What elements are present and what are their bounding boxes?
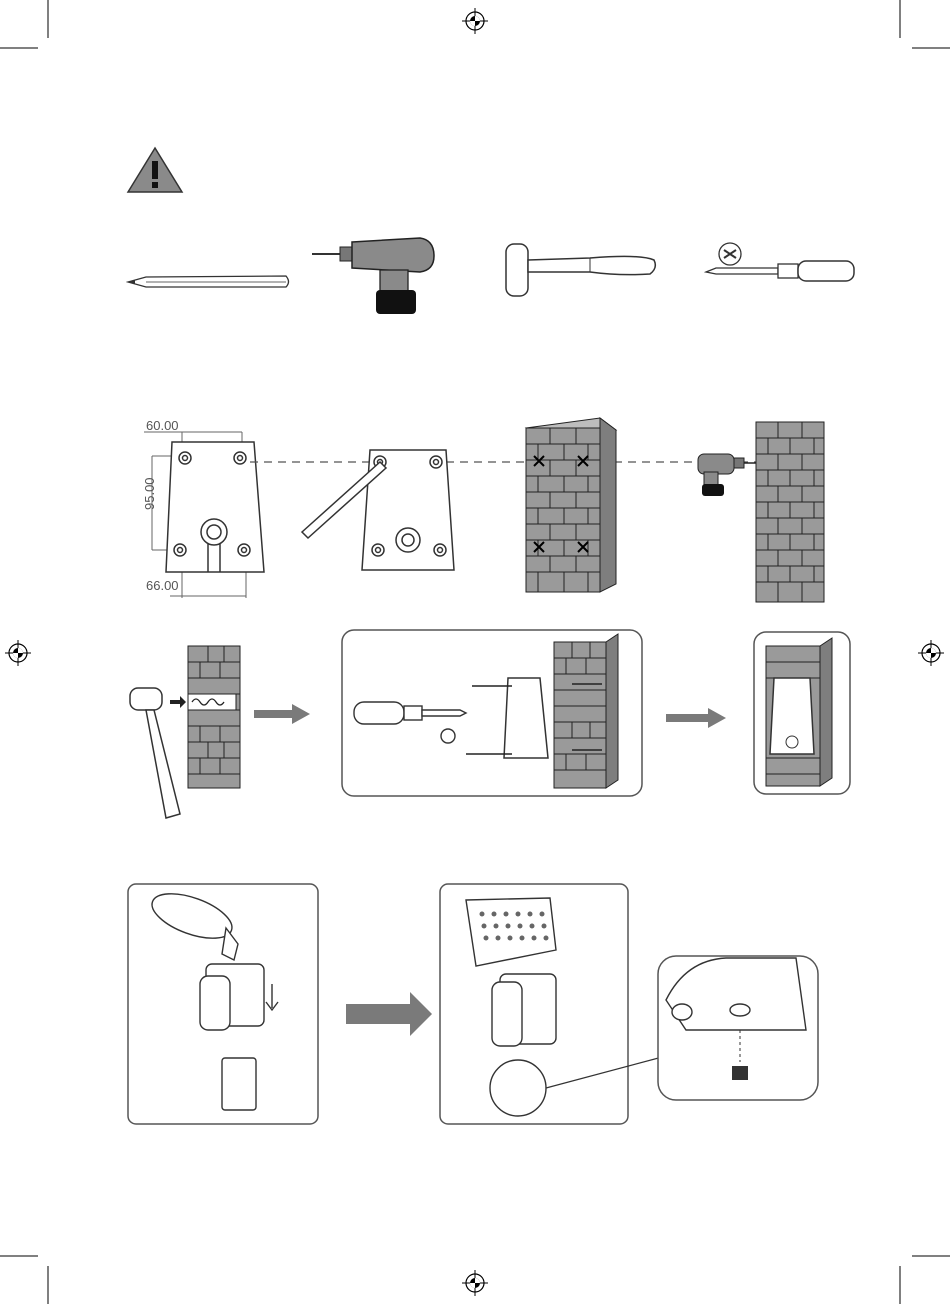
dim-bottom-width: 66.00 — [146, 578, 179, 593]
warning-triangle-icon — [126, 146, 184, 194]
screwdriver-icon — [704, 240, 860, 286]
brick-wall-section — [756, 422, 824, 602]
anchor-step-diagram — [120, 628, 860, 824]
hammer-icon — [500, 238, 660, 302]
lamp-mount-diagram — [126, 880, 826, 1130]
registration-mark-icon — [462, 1270, 488, 1296]
registration-mark-icon — [5, 640, 31, 666]
dim-top-width: 60.00 — [146, 418, 179, 433]
marking-step-diagram: 60.00 95.00 66.00 — [130, 410, 850, 606]
brick-pillar — [526, 418, 616, 592]
dim-height: 95.00 — [142, 477, 157, 510]
registration-mark-icon — [462, 8, 488, 34]
registration-mark-icon — [918, 640, 944, 666]
pencil-icon — [126, 272, 292, 292]
mounting-plate — [166, 442, 264, 572]
drill-icon — [310, 232, 440, 318]
